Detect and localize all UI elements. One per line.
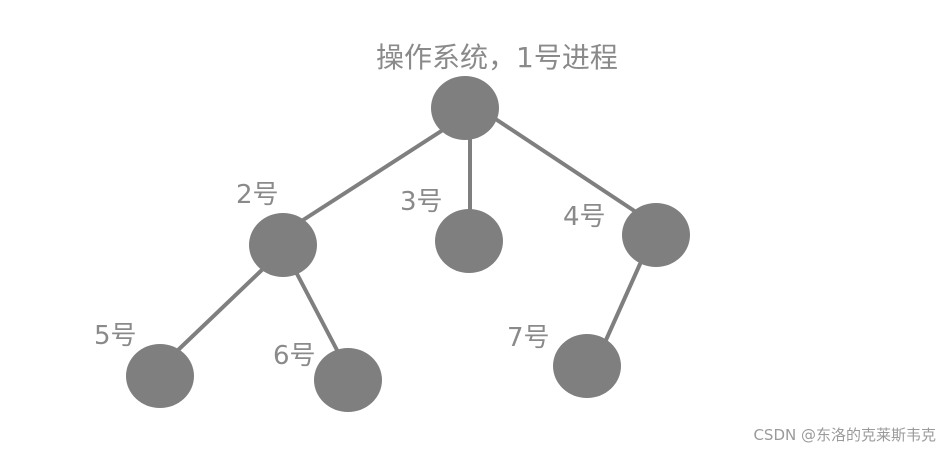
node-label-6: 6号 <box>273 341 316 371</box>
edge-1-4 <box>492 116 638 214</box>
node-4 <box>622 203 690 267</box>
node-label-3: 3号 <box>400 187 443 217</box>
node-5 <box>126 344 194 408</box>
node-3 <box>435 209 503 273</box>
node-label-7: 7号 <box>507 323 550 353</box>
root-label: 操作系统，1号进程 <box>376 41 618 74</box>
edge-1-2 <box>298 126 448 224</box>
node-1 <box>431 76 499 140</box>
node-label-5: 5号 <box>94 321 137 351</box>
edge-4-7 <box>604 262 642 342</box>
edge-2-5 <box>174 264 268 354</box>
node-label-4: 4号 <box>563 202 606 232</box>
node-6 <box>314 348 382 412</box>
edge-2-6 <box>294 270 340 354</box>
node-7 <box>553 334 621 398</box>
node-2 <box>249 213 317 277</box>
node-label-2: 2号 <box>236 180 279 210</box>
watermark: CSDN @东洛的克莱斯韦克 <box>753 426 936 444</box>
